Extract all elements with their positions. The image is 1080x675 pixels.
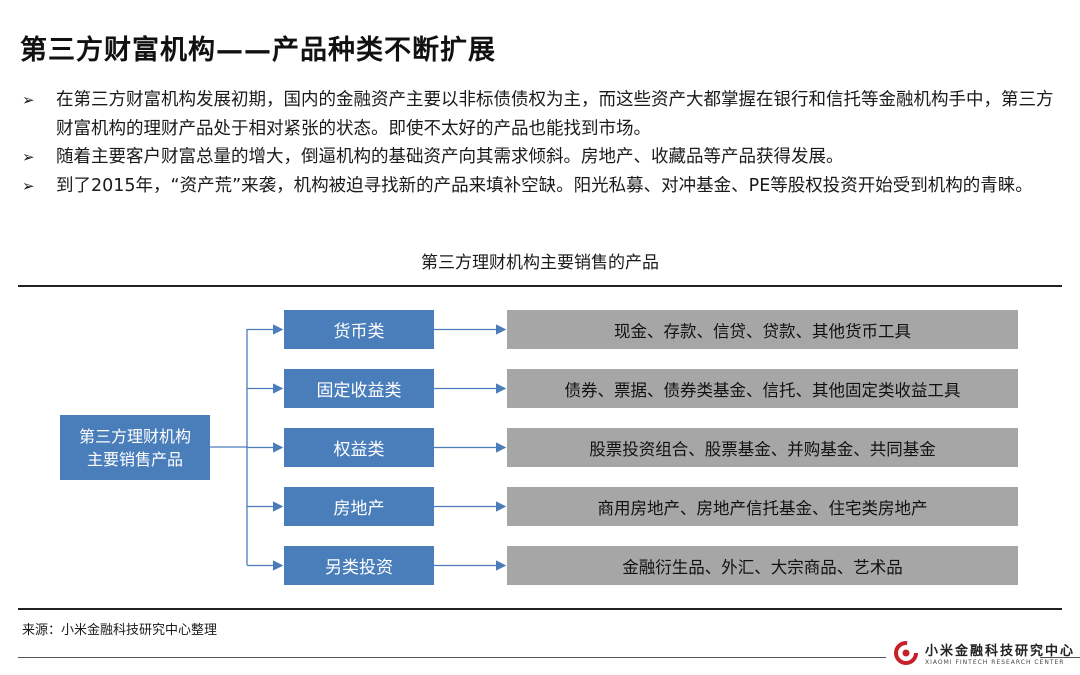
root-node: 第三方理财机构主要销售产品 <box>60 415 210 480</box>
detail-box: 现金、存款、信贷、贷款、其他货币工具 <box>507 310 1018 349</box>
footer-line <box>18 657 886 658</box>
logo-subtext: XIAOMI FINTECH RESEARCH CENTER <box>925 659 1065 666</box>
bullet-text: 在第三方财富机构发展初期，国内的金融资产主要以非标债债权为主，而这些资产大都掌握… <box>56 90 1054 139</box>
bullet-arrow-icon: ➢ <box>22 91 35 109</box>
logo-text: 小米金融科技研究中心 <box>925 644 1076 659</box>
category-label: 权益类 <box>333 440 385 460</box>
source-note: 来源：小米金融科技研究中心整理 <box>22 623 218 638</box>
footer-line <box>1040 657 1080 658</box>
bullet-item: ➢ 在第三方财富机构发展初期，国内的金融资产主要以非标债债权为主，而这些资产大都掌… <box>22 86 1062 143</box>
category-box: 固定收益类 <box>284 369 434 408</box>
bullet-text: 到了2015年，“资产荒”来袭，机构被迫寻找新的产品来填补空缺。阳光私募、对冲基… <box>56 175 1033 196</box>
detail-box: 商用房地产、房地产信托基金、住宅类房地产 <box>507 487 1018 526</box>
diagram-caption: 第三方理财机构主要销售的产品 <box>421 253 659 273</box>
detail-label: 股票投资组合、股票基金、并购基金、共同基金 <box>589 439 936 459</box>
category-box: 另类投资 <box>284 546 434 585</box>
category-label: 固定收益类 <box>316 381 402 401</box>
bullet-list: ➢ 在第三方财富机构发展初期，国内的金融资产主要以非标债债权为主，而这些资产大都掌… <box>22 86 1062 200</box>
category-label: 房地产 <box>333 499 385 519</box>
category-box: 货币类 <box>284 310 434 349</box>
bullet-text: 随着主要客户财富总量的增大，倒逼机构的基础资产向其需求倾斜。房地产、收藏品等产品… <box>56 147 844 167</box>
divider <box>18 285 1062 287</box>
detail-box: 股票投资组合、股票基金、并购基金、共同基金 <box>507 428 1018 467</box>
category-box: 权益类 <box>284 428 434 467</box>
detail-label: 金融衍生品、外汇、大宗商品、艺术品 <box>622 557 903 577</box>
category-label: 货币类 <box>333 322 385 342</box>
detail-label: 商用房地产、房地产信托基金、住宅类房地产 <box>597 498 928 518</box>
bullet-item: ➢ 随着主要客户财富总量的增大，倒逼机构的基础资产向其需求倾斜。房地产、收藏品等产… <box>22 143 1062 172</box>
detail-label: 现金、存款、信贷、贷款、其他货币工具 <box>614 321 911 341</box>
detail-label: 债券、票据、债券类基金、信托、其他固定类收益工具 <box>564 380 961 400</box>
logo-icon <box>894 641 918 665</box>
category-label: 另类投资 <box>325 558 393 578</box>
page-title: 第三方财富机构——产品种类不断扩展 <box>20 35 496 66</box>
detail-box: 债券、票据、债券类基金、信托、其他固定类收益工具 <box>507 369 1018 408</box>
bullet-arrow-icon: ➢ <box>22 148 35 166</box>
bullet-item: ➢ 到了2015年，“资产荒”来袭，机构被迫寻找新的产品来填补空缺。阳光私募、对冲… <box>22 172 1062 201</box>
root-line: 第三方理财机构 <box>78 426 191 446</box>
bullet-arrow-icon: ➢ <box>22 176 35 195</box>
divider <box>18 608 1062 610</box>
category-box: 房地产 <box>284 487 434 526</box>
root-line: 主要销售产品 <box>86 449 183 469</box>
detail-box: 金融衍生品、外汇、大宗商品、艺术品 <box>507 546 1018 585</box>
